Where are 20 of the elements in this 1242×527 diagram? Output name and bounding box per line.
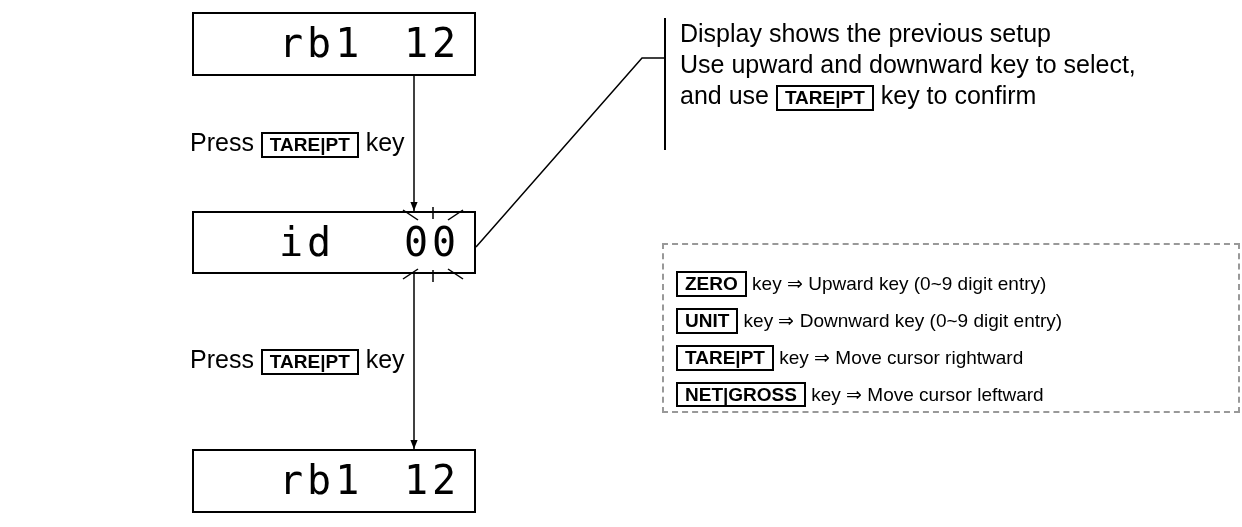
note-text: Use upward and downward key to select, and use TARE|PT key to confirm	[680, 49, 1137, 111]
note-text: Display shows the previous setup	[680, 18, 1053, 49]
key-function-text: NET|GROSS key ⇒ Move cursor leftward	[676, 381, 1226, 408]
display-reading: rb1	[279, 20, 364, 66]
display-reading: id	[279, 219, 336, 265]
edge-label: Press TARE|PT key	[190, 128, 405, 158]
arrow	[410, 273, 418, 450]
key-function-text: TARE|PT key ⇒ Move cursor rightward	[676, 344, 1226, 371]
display-reading: rb1	[279, 457, 364, 503]
display-reading: 12	[404, 20, 461, 66]
lcd-display	[192, 12, 476, 76]
leader-line	[475, 57, 665, 248]
key-legend-panel	[662, 243, 1240, 413]
key-function-text: UNIT key ⇒ Downward key (0~9 digit entry)	[676, 307, 1226, 334]
display-reading: 12	[404, 457, 461, 503]
edge-label: Press TARE|PT key	[190, 345, 405, 375]
display-reading: 00	[404, 219, 461, 265]
key-function-text: ZERO key ⇒ Upward key (0~9 digit entry)	[676, 271, 1226, 297]
lcd-display	[192, 449, 476, 513]
arrow	[410, 75, 418, 212]
